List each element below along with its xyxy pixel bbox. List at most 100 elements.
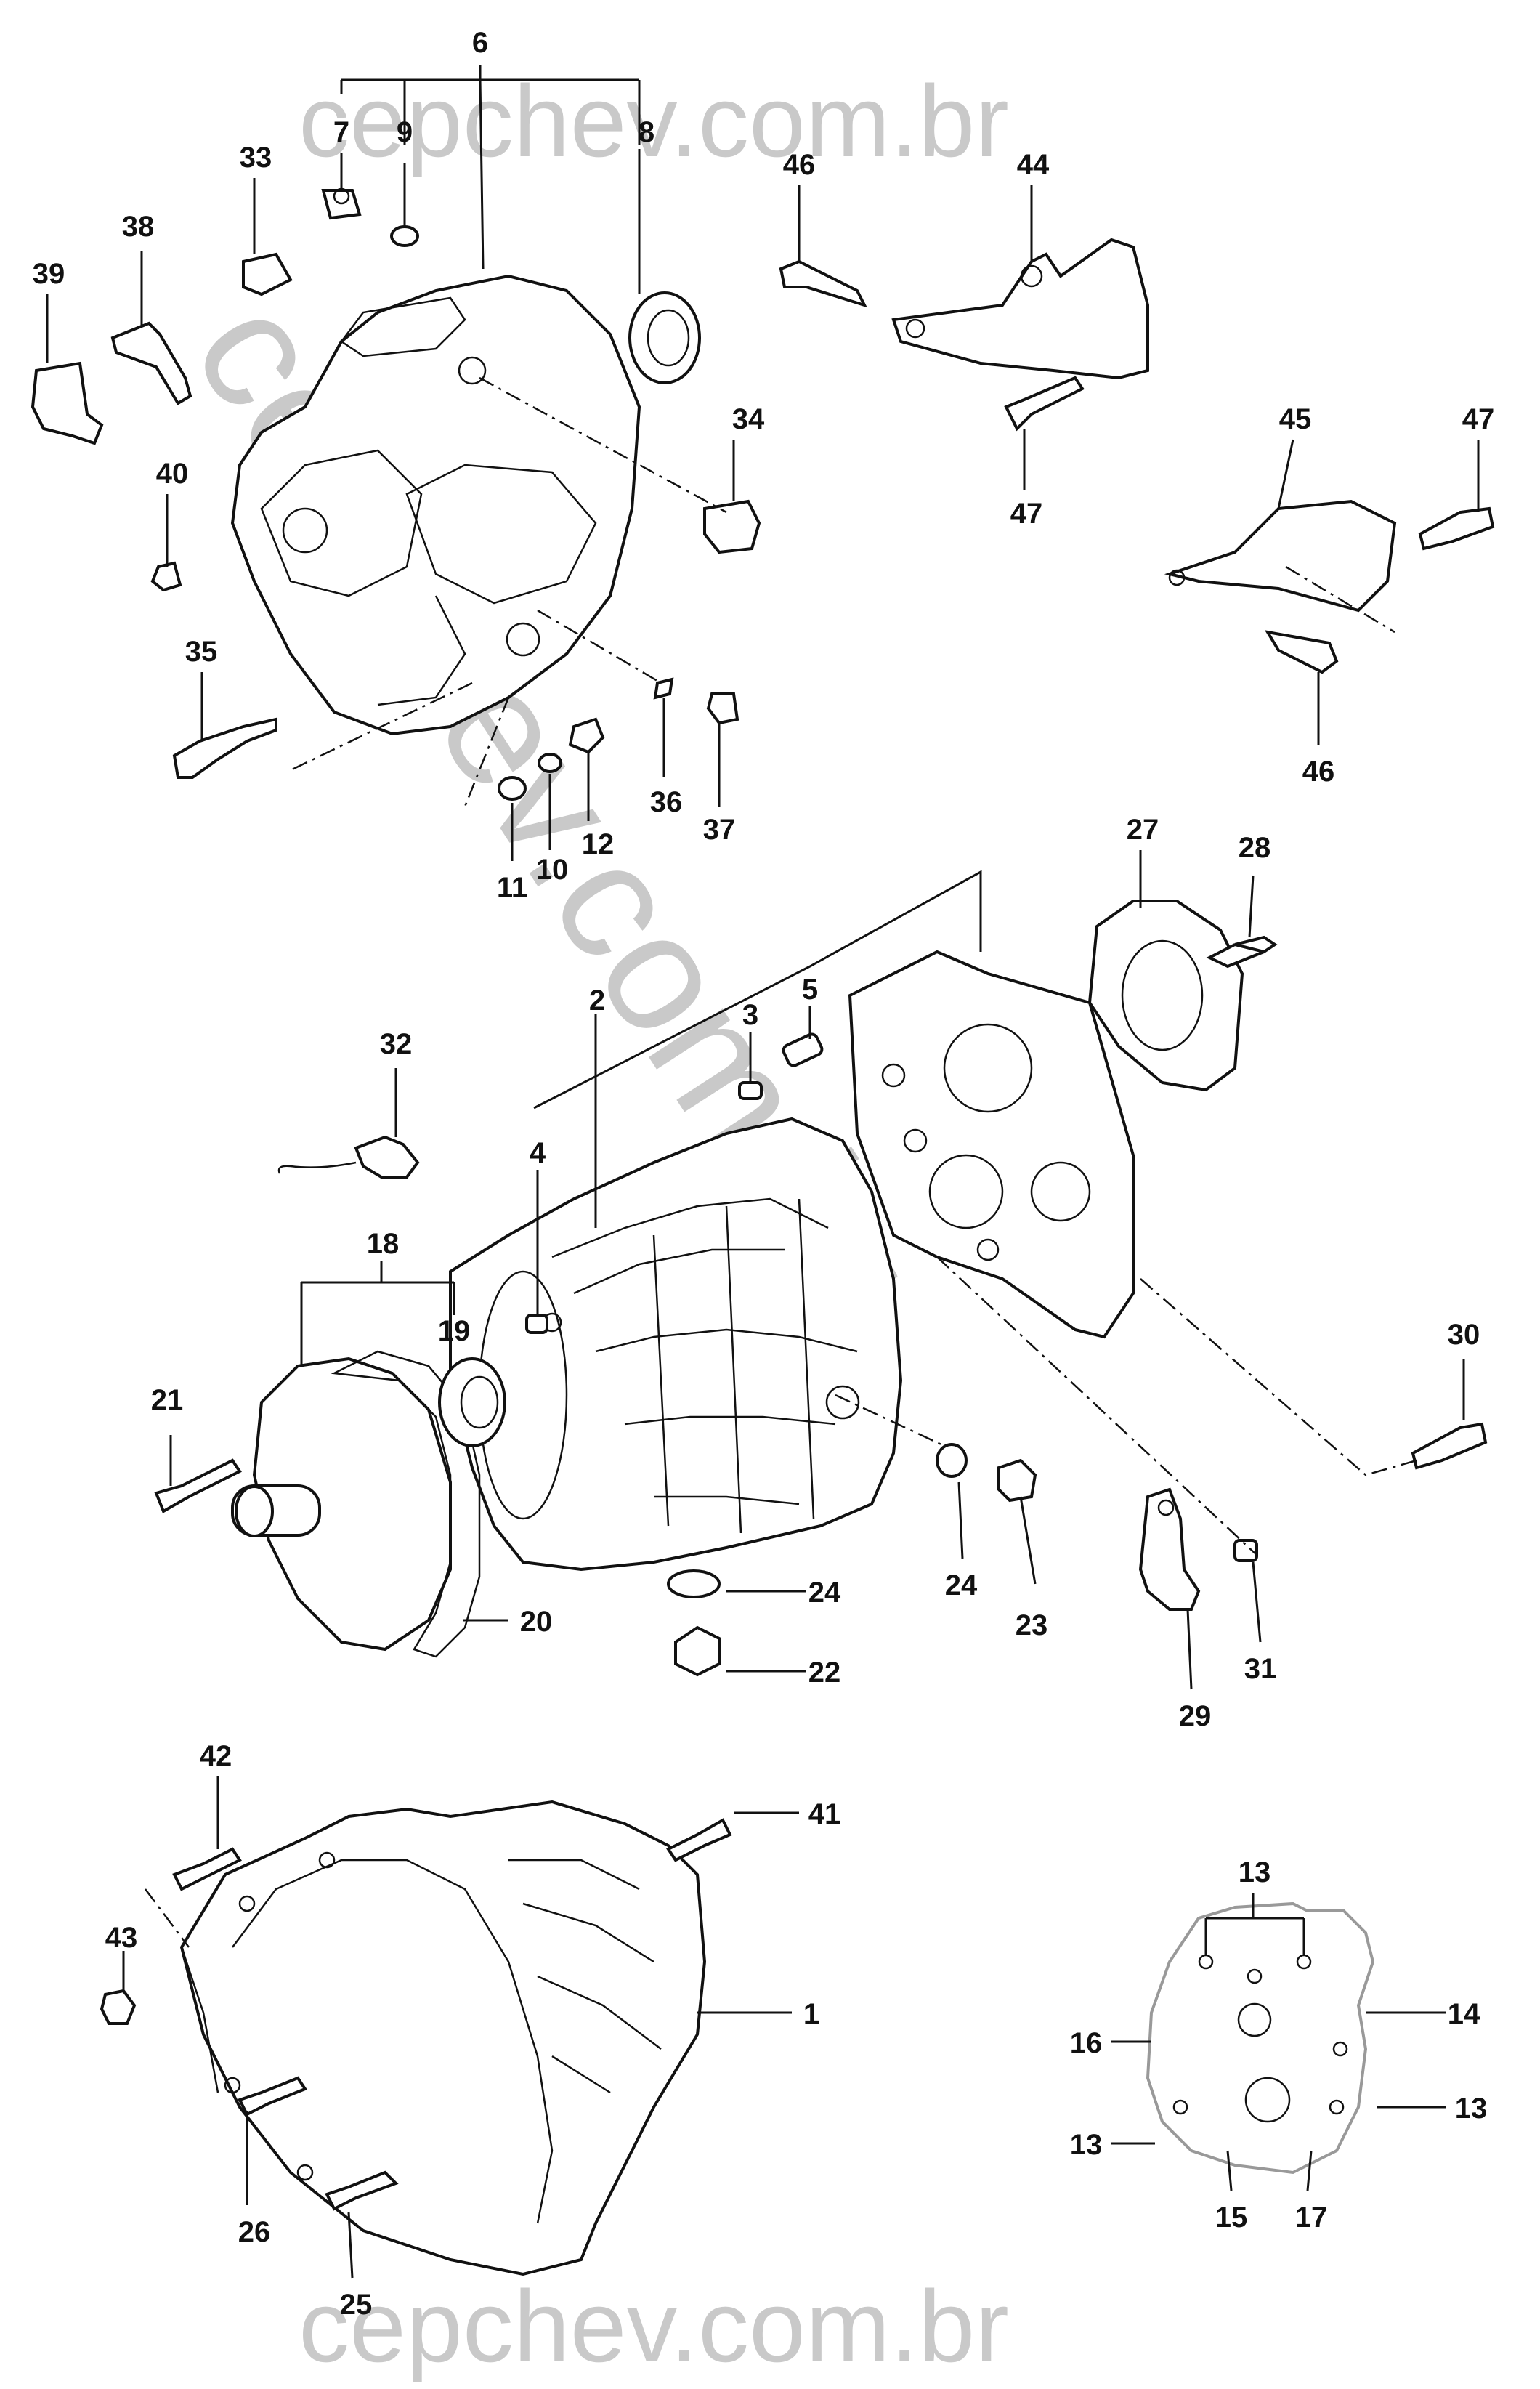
bracket-39 [31,361,104,445]
bolt-46-bottom [1265,630,1339,674]
plug-33 [242,252,293,296]
callout-44: 44 [1017,149,1050,181]
callout-12: 12 [582,828,615,860]
callout-3: 3 [742,999,758,1031]
callout-8: 8 [639,116,654,148]
washer-24-a [667,1569,721,1598]
callout-24-b: 24 [945,1569,978,1601]
plug-22 [674,1625,721,1677]
bolt-47-mid [1004,376,1085,432]
washer-24-b [936,1443,968,1478]
dowel-4 [525,1314,548,1334]
transmission-case-2 [449,1117,903,1572]
housing-face-inset [1146,1901,1375,2175]
callout-27: 27 [1127,814,1159,846]
dash-center-lines [145,376,1417,1948]
callout-10: 10 [536,854,569,886]
bearing-retainer-27 [1087,900,1244,1092]
extension-housing [230,274,641,736]
callout-24-a: 24 [808,1577,841,1609]
bolt-46-top [779,259,867,308]
callout-18: 18 [367,1228,400,1260]
callout-9: 9 [397,116,413,148]
callout-47-right: 47 [1462,403,1495,435]
callout-42: 42 [200,1740,232,1772]
bolt-42 [172,1847,242,1891]
bolt-28 [1206,935,1278,969]
callout-31: 31 [1244,1653,1277,1685]
callout-20: 20 [520,1606,553,1638]
plug-37 [706,692,739,725]
callout-40: 40 [156,458,189,490]
oil-seal-8 [628,291,701,384]
callout-41: 41 [808,1798,841,1830]
callout-2: 2 [589,985,605,1016]
callout-46-bottom: 46 [1302,756,1335,788]
callout-7: 7 [333,116,349,148]
bolt-30 [1411,1422,1488,1470]
callout-16: 16 [1070,2027,1103,2059]
plug-34 [703,499,761,554]
intermediate-plate-27 [848,950,1135,1339]
sensor-32 [277,1135,420,1179]
dowel-5 [782,1032,824,1067]
pin-36 [653,677,674,700]
callout-29: 29 [1179,1700,1212,1732]
front-bearing-retainer-18 [231,1357,452,1652]
callout-22: 22 [808,1657,841,1689]
callout-4: 4 [530,1137,546,1169]
callout-32: 32 [380,1028,413,1060]
watermark-bottom: cepchev.com.br [299,2269,1009,2383]
callout-5: 5 [802,974,818,1006]
callout-35: 35 [185,636,218,668]
clip-40 [150,561,182,592]
callout-13-right: 13 [1455,2093,1488,2125]
callout-26: 26 [238,2216,271,2248]
callout-30: 30 [1448,1319,1480,1351]
callout-25: 25 [340,2289,373,2321]
lever-29 [1138,1487,1201,1611]
clutch-housing-1 [179,1800,707,2276]
callout-19: 19 [438,1315,471,1347]
bolt-47-right [1418,506,1495,551]
bolt-25 [325,2170,399,2211]
callout-1: 1 [803,1998,819,2030]
callout-37: 37 [703,814,736,846]
callout-38: 38 [122,211,155,243]
callout-36: 36 [650,786,683,818]
plug-23 [997,1458,1037,1503]
plug-7 [321,187,362,220]
callout-14: 14 [1448,1998,1480,2030]
callout-6: 6 [472,27,488,59]
callout-15: 15 [1215,2202,1248,2234]
bushing-31 [1233,1539,1258,1562]
switch-35 [172,717,277,779]
callout-34: 34 [732,403,765,435]
callout-13-left: 13 [1070,2129,1103,2161]
callout-45: 45 [1279,403,1312,435]
callout-13-top: 13 [1239,1856,1271,1888]
bracket-38 [110,321,192,405]
dowel-3 [738,1081,763,1100]
callout-33: 33 [240,142,272,174]
nut-43 [100,1989,137,2025]
washer-10 [538,753,562,773]
bolt-21 [154,1458,242,1513]
callout-39: 39 [33,258,65,290]
gasket-20 [331,1350,481,1658]
callout-46-top: 46 [783,149,816,181]
watermark-top: cepchev.com.br [299,64,1009,178]
bracket-45 [1164,499,1397,613]
callout-47-mid: 47 [1010,498,1043,530]
bolt-41 [666,1818,732,1862]
callout-21: 21 [151,1384,184,1416]
washer-11 [498,776,527,801]
callout-23: 23 [1016,1609,1048,1641]
nut-12 [568,717,605,754]
callout-11: 11 [497,872,527,904]
callout-43: 43 [105,1922,138,1954]
washer-9 [390,225,419,247]
oil-seal-19 [438,1357,506,1447]
callout-28: 28 [1239,832,1271,864]
